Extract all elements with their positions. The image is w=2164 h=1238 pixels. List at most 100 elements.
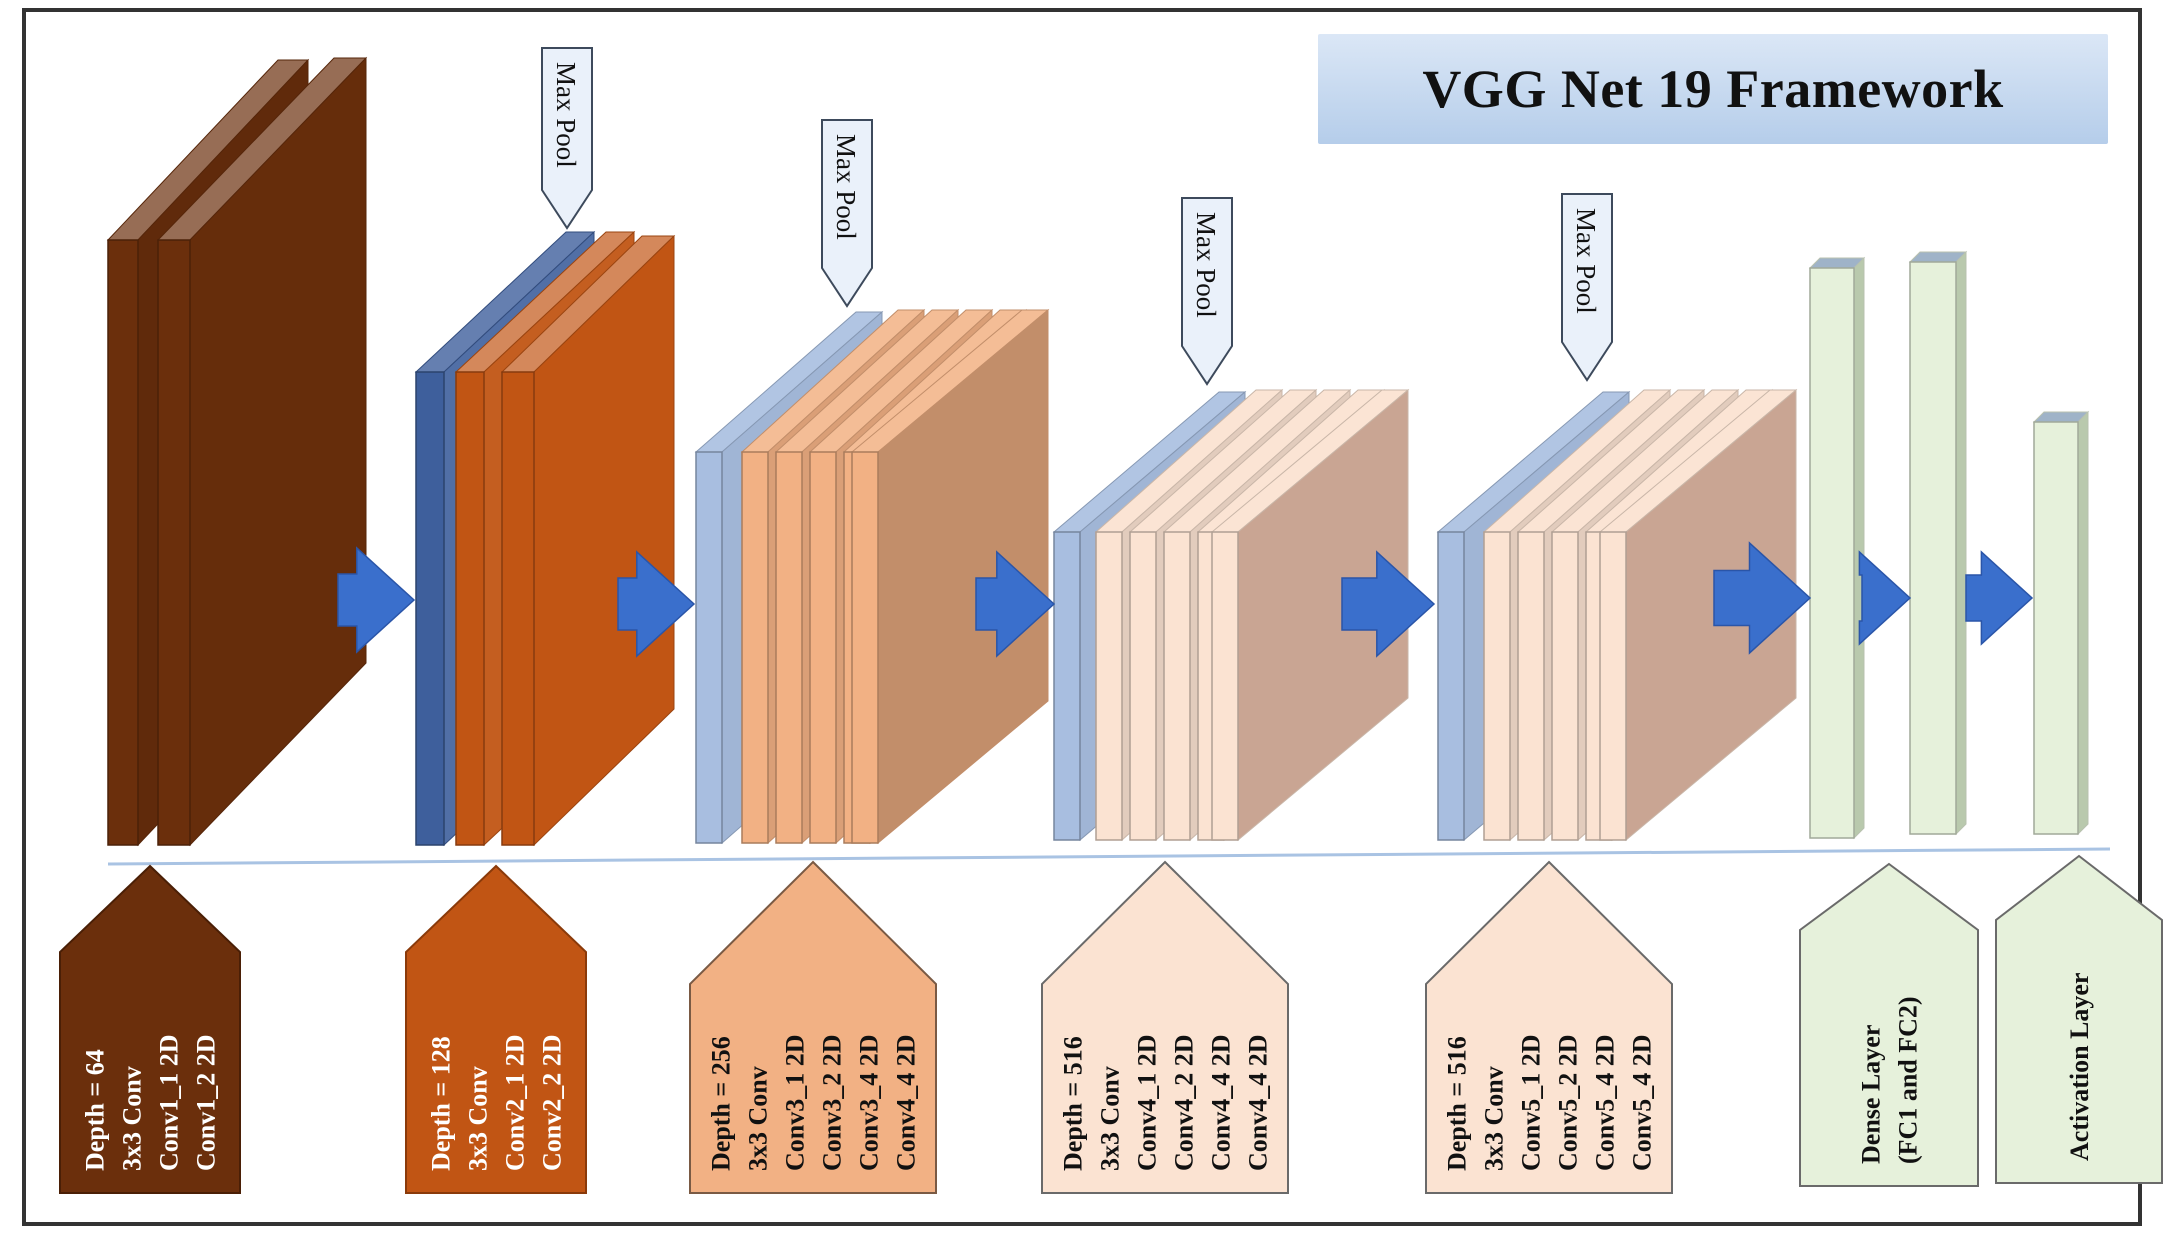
label-line-activation-1: Activation Layer [2065, 973, 2094, 1161]
label-line-block1-4: Conv1_2 2D [192, 1034, 221, 1171]
label-line-block4-5: Conv4_4 2D [1207, 1034, 1236, 1171]
block5-layer-3-front [1551, 531, 1579, 841]
arrow-fc2-to-activation [1965, 550, 2034, 646]
label-line-block3-5: Conv3_4 2D [855, 1034, 884, 1171]
block4-layer-2-front [1129, 531, 1157, 841]
label-line-block5-2: 3x3 Conv [1480, 1066, 1509, 1171]
max-pool-4: Max Pool [1561, 193, 1613, 382]
max-pool-3-label: Max Pool [1191, 212, 1221, 318]
block3-layer-3-front [809, 451, 837, 844]
label-line-block3-2: 3x3 Conv [744, 1066, 773, 1171]
block5-layer-5 [1598, 388, 1798, 842]
block3-pool-layer-front [695, 451, 723, 844]
arrow-3-to-4 [975, 550, 1056, 658]
arrow-5-to-dense [1713, 541, 1812, 655]
diagram-title: VGG Net 19 Framework [1422, 59, 2004, 119]
label-line-dense-1: Dense Layer [1857, 1025, 1886, 1164]
outer-frame [22, 8, 2142, 1226]
label-line-block1-2: 3x3 Conv [118, 1066, 147, 1171]
activation-column [2032, 410, 2090, 836]
dense-column-fc2-side [1955, 250, 1967, 836]
label-line-block5-1: Depth = 516 [1443, 1036, 1472, 1171]
label-block-block1: Depth = 64 3x3 Conv Conv1_1 2D Conv1_2 2D [59, 864, 241, 1194]
label-block-block2: Depth = 128 3x3 Conv Conv2_1 2D Conv2_2 2D [405, 864, 587, 1194]
label-pentagon-block4 [1041, 860, 1289, 1194]
block3-layer-1-front [741, 451, 769, 844]
label-line-block2-3: Conv2_1 2D [501, 1034, 530, 1171]
block3-layer-5-front [851, 451, 879, 844]
max-pool-3: Max Pool [1181, 197, 1233, 386]
label-pentagon-block1 [59, 864, 241, 1194]
label-line-block1-3: Conv1_1 2D [155, 1034, 184, 1171]
label-pentagon-block5 [1425, 860, 1673, 1194]
label-line-block4-4: Conv4_2 2D [1170, 1034, 1199, 1171]
dense-column-fc1-side [1853, 256, 1865, 840]
arrow-1-to-2 [337, 546, 416, 654]
label-pentagon-block2 [405, 864, 587, 1194]
label-line-block3-1: Depth = 256 [707, 1036, 736, 1171]
separator-line [107, 847, 2111, 866]
block2-pool-layer-front [415, 371, 445, 846]
label-line-block5-5: Conv5_4 2D [1591, 1034, 1620, 1171]
label-block-block4: Depth = 516 3x3 Conv Conv4_1 2D Conv4_2 2D C… [1041, 860, 1289, 1194]
block2-layer-2-front [501, 371, 535, 846]
arrows-group [337, 541, 2034, 658]
block3-layer-5 [850, 308, 1050, 845]
label-line-dense-2: (FC1 and FC2) [1894, 996, 1923, 1164]
dense-column-fc1 [1808, 256, 1866, 840]
block1-layer-1-front [107, 239, 139, 846]
label-line-block4-1: Depth = 516 [1059, 1036, 1088, 1171]
block5-layer-5-front [1599, 531, 1627, 841]
arrow-4-to-5 [1341, 550, 1436, 658]
activation-column-side [2077, 410, 2089, 836]
max-pool-2-shape [821, 119, 873, 308]
label-pentagon-dense [1799, 862, 1979, 1187]
label-line-block4-3: Conv4_1 2D [1133, 1034, 1162, 1171]
label-line-block4-2: 3x3 Conv [1096, 1066, 1125, 1171]
label-line-block3-6: Conv4_4 2D [892, 1034, 921, 1171]
label-pentagon-activation [1995, 854, 2163, 1184]
block3-layer-2-front [775, 451, 803, 844]
label-line-block2-1: Depth = 128 [427, 1036, 456, 1171]
block4-layer-5-front [1211, 531, 1239, 841]
block2-layer-2 [500, 234, 676, 847]
arrow-fc1-to-fc2 [1858, 550, 1912, 646]
label-line-block5-3: Conv5_1 2D [1517, 1034, 1546, 1171]
dense-column-fc2 [1908, 250, 1968, 836]
label-line-block5-6: Conv5_4 2D [1628, 1034, 1657, 1171]
dense-column-fc2-front [1909, 261, 1957, 835]
label-line-block4-6: Conv4_4 2D [1244, 1034, 1273, 1171]
layers-group [106, 56, 2090, 847]
label-block-dense: Dense Layer (FC1 and FC2) [1799, 862, 1979, 1187]
activation-column-front [2033, 421, 2079, 835]
label-block-activation: Activation Layer [1995, 854, 2163, 1184]
block2-layer-1-front [455, 371, 485, 846]
block5-pool-layer-front [1437, 531, 1465, 841]
max-pool-1: Max Pool [541, 47, 593, 230]
label-line-block2-2: 3x3 Conv [464, 1066, 493, 1171]
block1-layer-2 [156, 56, 368, 847]
block4-layer-1-front [1095, 531, 1123, 841]
label-line-block1-1: Depth = 64 [81, 1049, 110, 1171]
label-pentagon-block3 [689, 860, 937, 1194]
block4-layer-3-front [1163, 531, 1191, 841]
max-pool-1-label: Max Pool [551, 62, 581, 168]
block5-layer-1-front [1483, 531, 1511, 841]
dense-column-fc1-front [1809, 267, 1855, 839]
max-pool-2: Max Pool [821, 119, 873, 308]
max-pool-4-shape [1561, 193, 1613, 382]
max-pool-2-label: Max Pool [831, 134, 861, 240]
max-pool-3-shape [1181, 197, 1233, 386]
block4-pool-layer-front [1053, 531, 1081, 841]
block1-layer-2-front [157, 239, 191, 846]
label-line-block2-4: Conv2_2 2D [538, 1034, 567, 1171]
block4-layer-5 [1210, 388, 1410, 842]
max-pool-4-label: Max Pool [1571, 208, 1601, 314]
title-banner: VGG Net 19 Framework [1318, 34, 2108, 144]
